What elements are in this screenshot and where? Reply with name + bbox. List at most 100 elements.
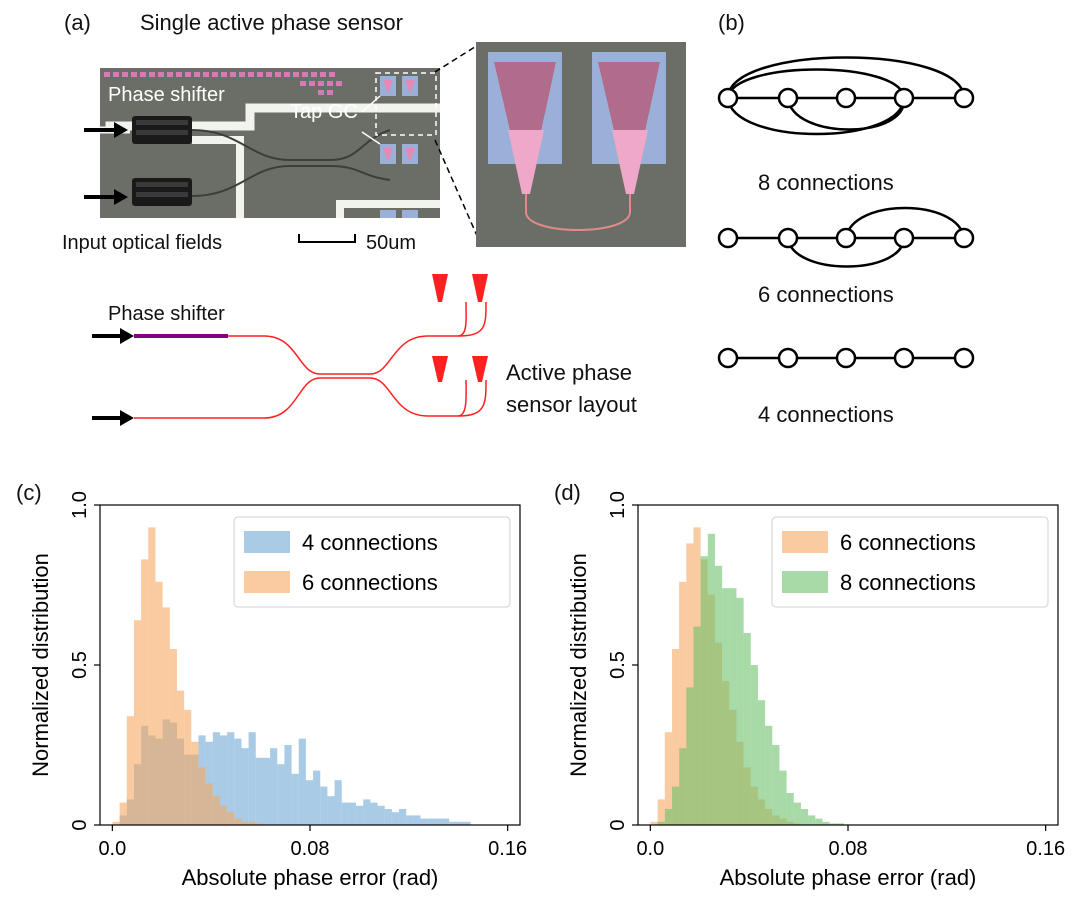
panel-a-label: (a) <box>64 10 91 35</box>
histogram-bar <box>757 700 766 825</box>
y-tick-label: 0.5 <box>607 651 629 679</box>
input-arrows-micrograph <box>84 122 128 205</box>
histogram-bar <box>298 738 306 825</box>
histogram-bar <box>442 818 450 825</box>
histogram-bar <box>413 815 421 825</box>
histogram-bar <box>262 757 271 825</box>
histogram-bar <box>693 626 701 825</box>
histogram-bar <box>779 770 787 825</box>
histogram-bar <box>248 821 256 825</box>
sensor-layout <box>92 274 488 426</box>
graph-caption-4: 4 connections <box>758 402 894 427</box>
histogram-bar <box>212 796 220 825</box>
histogram-bar <box>227 812 235 825</box>
histogram-bar <box>348 802 357 825</box>
histogram-bar <box>155 581 163 825</box>
y-axis-label: Normalized distribution <box>566 553 591 777</box>
y-tick-label: 1.0 <box>607 491 629 519</box>
histogram-bar <box>212 732 220 825</box>
legend-label: 4 connections <box>302 530 438 555</box>
legend-label: 6 connections <box>302 570 438 595</box>
legend-box <box>233 516 511 608</box>
y-tick-label: 0 <box>607 819 629 830</box>
histogram-bar <box>356 805 364 825</box>
histogram-bar <box>449 821 457 825</box>
histogram-bar <box>112 821 120 825</box>
connection-graph-6 <box>717 206 975 268</box>
histogram-bar <box>800 809 809 825</box>
connection-graph-8 <box>717 56 975 136</box>
histogram-bar <box>399 809 407 825</box>
histogram-bar <box>808 815 816 825</box>
histogram-bar <box>822 821 830 825</box>
histogram-bar <box>671 649 680 825</box>
graph-caption-8: 8 connections <box>758 170 894 195</box>
histogram-bar <box>126 716 134 825</box>
histogram-bar <box>679 748 687 825</box>
histogram-bar <box>657 799 665 825</box>
input-fields-label: Input optical fields <box>62 232 223 254</box>
x-tick-label: 0.16 <box>1026 838 1065 860</box>
panel-d-label: (d) <box>554 480 581 505</box>
panel-a-title: Single active phase sensor <box>140 10 403 35</box>
histogram-bar <box>786 793 794 825</box>
histogram-bar <box>255 823 263 825</box>
histogram-bar <box>434 818 443 825</box>
histogram-bar <box>679 581 687 825</box>
histogram-bar <box>169 649 177 825</box>
histogram-bar <box>248 732 256 825</box>
series-2 <box>112 527 263 825</box>
x-tick-label: 0.08 <box>829 838 868 860</box>
y-tick-label: 0 <box>69 819 91 830</box>
histogram-bar <box>815 818 823 825</box>
histogram-bar <box>119 802 127 825</box>
histogram-bar <box>320 786 328 825</box>
y-axis-label: Normalized distribution <box>28 553 53 777</box>
histogram-bar <box>427 818 435 825</box>
histogram-bar <box>370 802 378 825</box>
histogram-bar <box>420 818 428 825</box>
histogram-bar <box>406 815 414 825</box>
panel-b-label: (b) <box>718 10 745 35</box>
legend-swatch <box>244 531 290 553</box>
histogram-bar <box>327 796 335 825</box>
histogram-bar <box>334 780 342 825</box>
histogram-bar <box>270 748 278 825</box>
y-tick-label: 0.5 <box>69 651 91 679</box>
legend: 4 connections 6 connections <box>233 516 511 608</box>
scale-label: 50um <box>366 232 417 254</box>
histogram-bar <box>686 543 694 825</box>
histogram-bar <box>176 690 185 825</box>
histogram-bar <box>133 620 142 825</box>
histogram-bar <box>377 805 385 825</box>
legend-swatch <box>782 531 828 553</box>
histogram-bar <box>650 821 658 825</box>
histogram-bar <box>198 767 206 825</box>
histogram-bar <box>743 633 751 825</box>
histogram-bar <box>313 770 321 825</box>
histogram-bar <box>765 725 773 825</box>
histogram-bar <box>162 607 170 825</box>
legend-box <box>771 516 1049 608</box>
legend-swatch <box>244 571 290 593</box>
histogram-bar <box>148 527 156 825</box>
histogram-bar <box>191 741 199 825</box>
phase-shifter-label: Phase shifter <box>108 84 225 106</box>
histogram-bar <box>291 773 299 825</box>
histogram-bar <box>277 764 285 825</box>
layout-caption-2: sensor layout <box>506 392 637 417</box>
histogram-bar <box>664 732 672 825</box>
histogram-bar <box>391 812 400 825</box>
histogram-bar <box>234 738 242 825</box>
x-axis-label: Absolute phase error (rad) <box>720 865 977 890</box>
graph-caption-6: 6 connections <box>758 282 894 307</box>
histogram-bar <box>722 588 730 825</box>
histogram-bar <box>363 799 371 825</box>
tap-gc-label: Tap GC <box>290 101 358 123</box>
histogram-bar <box>729 588 737 825</box>
legend-label: 6 connections <box>840 530 976 555</box>
marker-grid <box>104 72 342 95</box>
histogram-bar <box>664 809 672 825</box>
